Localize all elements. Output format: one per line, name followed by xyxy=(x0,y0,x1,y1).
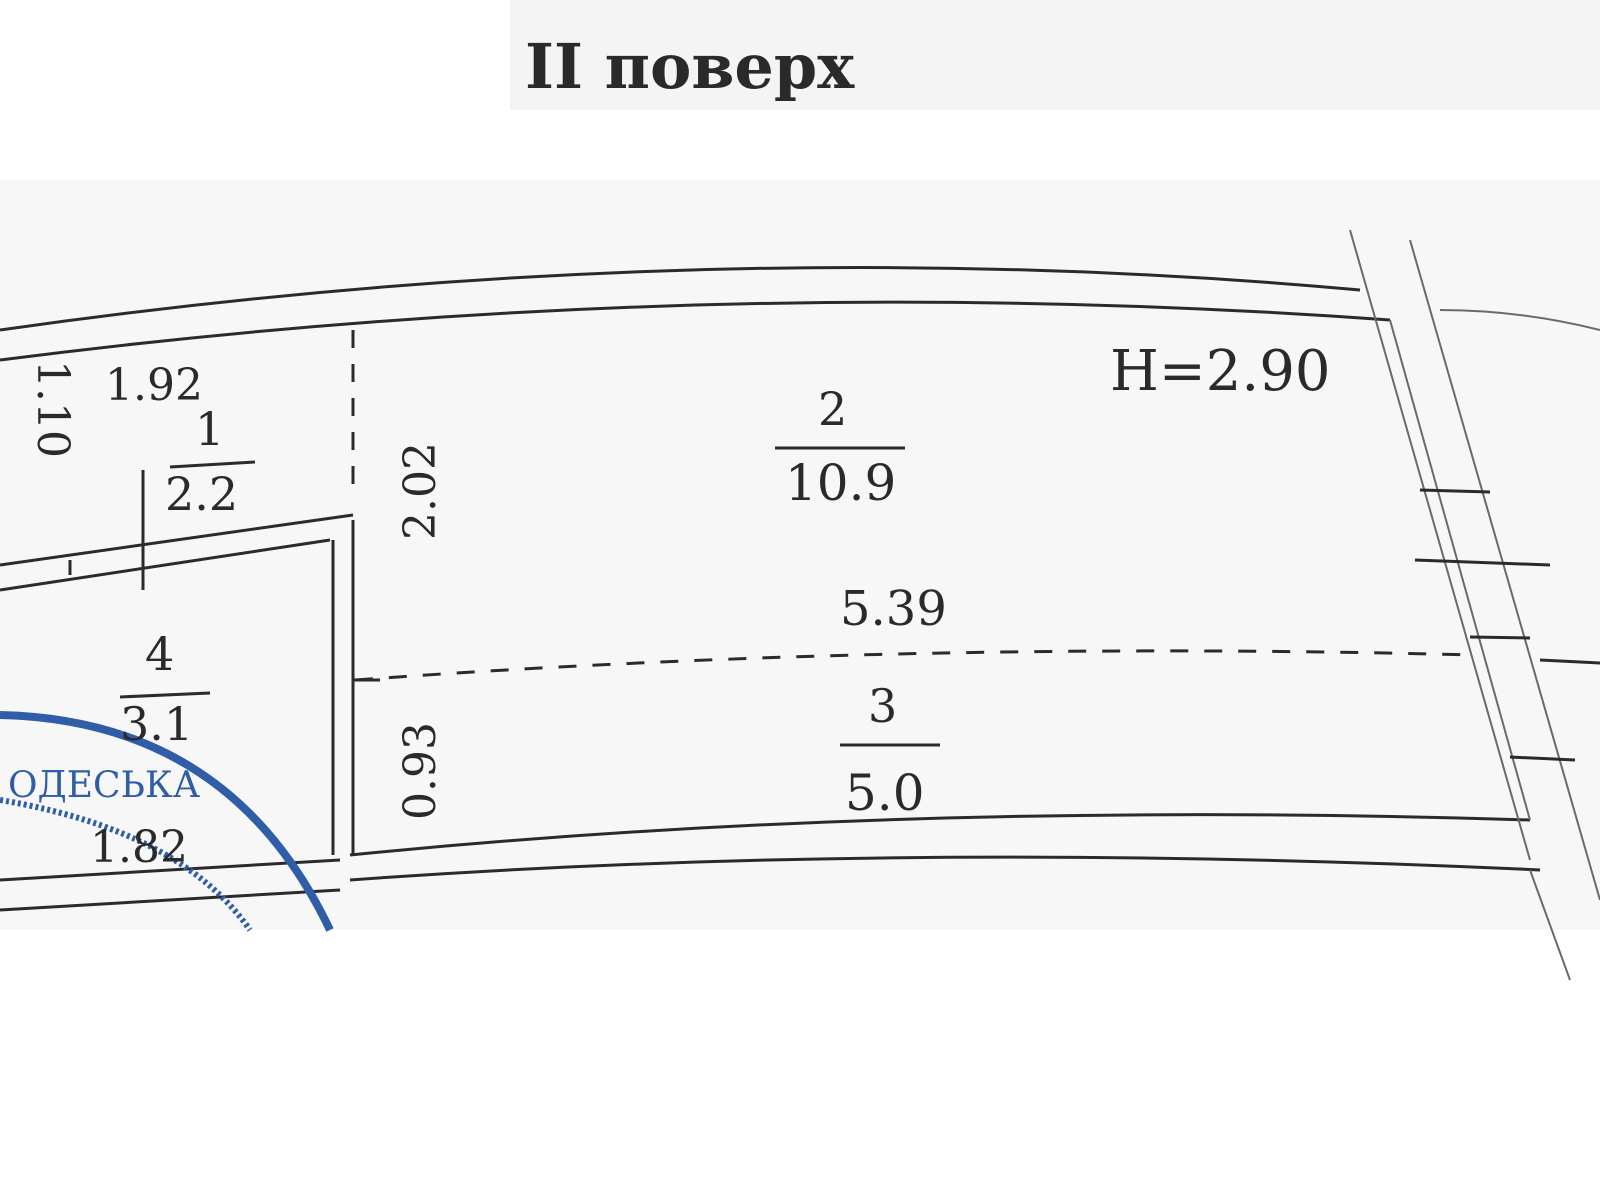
room1-bottom-wall xyxy=(0,513,354,567)
room1-area: 2.2 xyxy=(165,467,238,521)
outer-wall-top xyxy=(0,266,1361,332)
right-wall-b xyxy=(1409,239,1600,901)
dim-room4-width: 1.82 xyxy=(90,822,188,873)
right-tick-2 xyxy=(1414,558,1551,567)
title-strip xyxy=(510,0,1600,110)
right-wall-a xyxy=(1349,229,1531,861)
room1-number: 1 xyxy=(195,402,224,456)
wall-left-bottom2 xyxy=(0,888,341,912)
right-tick-3 xyxy=(1469,635,1531,640)
room1-fraction-bar xyxy=(169,460,256,469)
outer-wall-bottom xyxy=(349,855,1541,882)
outer-wall-top-inner xyxy=(0,300,1391,362)
right-wall-c xyxy=(1389,319,1531,821)
right-wall-d xyxy=(1529,869,1571,981)
dim-room1-side: 1.10 xyxy=(27,360,78,458)
official-stamp: ОДЕСЬКА xyxy=(0,711,334,932)
room1-bottom-wall2 xyxy=(0,538,331,592)
dim-room2-width: 5.39 xyxy=(840,581,947,637)
room3-area: 5.0 xyxy=(845,764,925,822)
room4-area: 3.1 xyxy=(120,697,193,751)
dim-room2-depth: 2.02 xyxy=(395,442,446,540)
right-tick-4 xyxy=(1539,658,1600,665)
right-outer-wall xyxy=(1439,309,1600,331)
right-tick-5 xyxy=(1509,755,1576,762)
room4-number: 4 xyxy=(145,627,174,681)
dim-room3-depth: 0.93 xyxy=(395,722,446,820)
room3-number: 3 xyxy=(868,679,897,733)
ceiling-height: H=2.90 xyxy=(1110,339,1330,404)
room2-number: 2 xyxy=(818,382,847,436)
dim-room1-width: 1.92 xyxy=(105,360,203,411)
wall-left-bottom xyxy=(0,858,341,882)
room-divider-dashed xyxy=(354,649,1476,682)
stamp-text: ОДЕСЬКА xyxy=(8,765,200,806)
room4-fraction-bar xyxy=(119,691,211,699)
floor-title: II поверх xyxy=(525,30,855,103)
right-tick-1 xyxy=(1419,488,1491,494)
room2-area: 10.9 xyxy=(785,454,896,512)
paper-area xyxy=(0,180,1600,930)
stamp-outer-ring xyxy=(0,711,334,932)
inner-wall-bottom xyxy=(349,813,1531,857)
